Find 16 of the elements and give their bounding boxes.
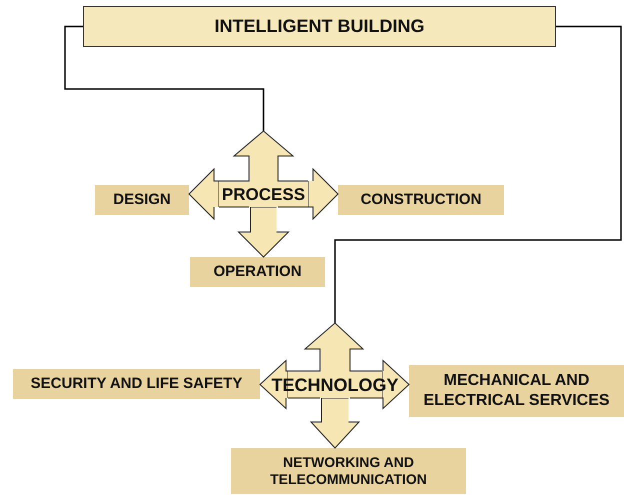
category-box: MECHANICAL AND ELECTRICAL SERVICES — [409, 365, 624, 417]
category-box: OPERATION — [190, 257, 325, 287]
connector-line — [64, 26, 264, 131]
block-arrow — [308, 168, 339, 220]
category-box: DESIGN — [95, 185, 189, 215]
block-arrow — [237, 206, 290, 258]
category-box: NETWORKING AND TELECOMMUNICATION — [231, 448, 466, 494]
block-arrow — [188, 168, 220, 220]
category-box: CONSTRUCTION — [338, 185, 504, 215]
block-arrow — [310, 398, 360, 449]
category-box: SECURITY AND LIFE SAFETY — [13, 369, 260, 399]
block-arrow — [259, 359, 288, 410]
connector-line — [334, 26, 622, 323]
cross-label: PROCESS — [222, 186, 306, 202]
title-box: INTELLIGENT BUILDING — [83, 6, 556, 47]
block-arrow — [382, 359, 410, 410]
